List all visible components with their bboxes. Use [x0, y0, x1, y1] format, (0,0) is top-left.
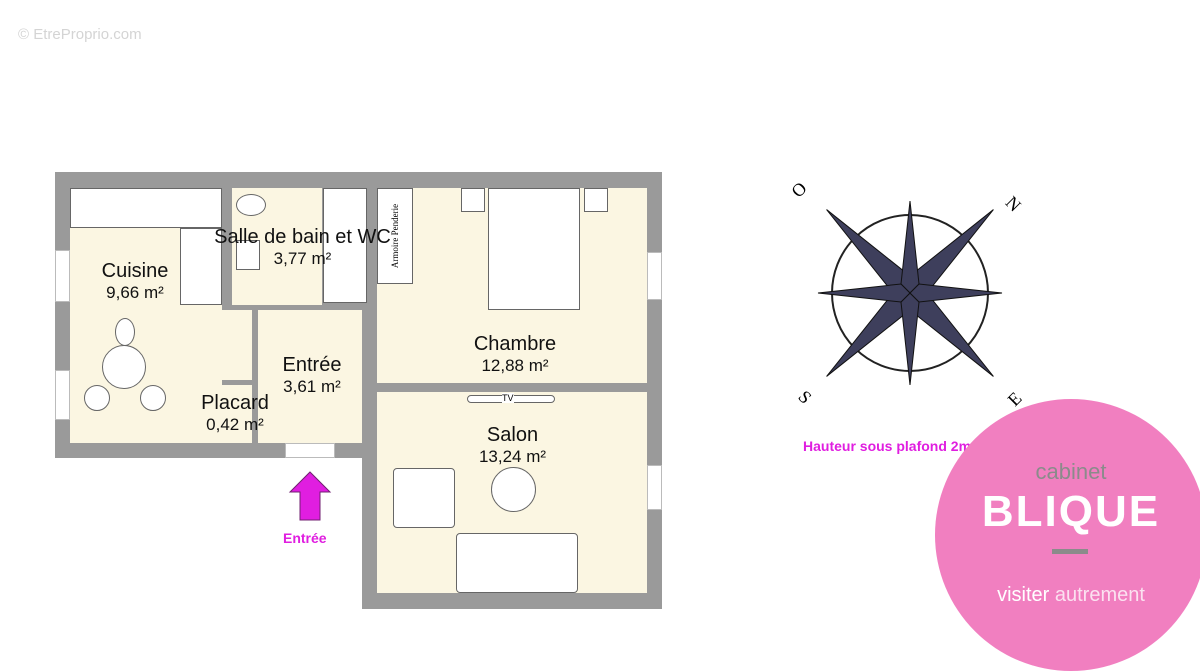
compass-e: E	[1004, 388, 1026, 410]
entrance-label: Entrée	[283, 530, 327, 546]
compass-rose-icon: N O S E	[790, 178, 1026, 410]
chair	[115, 318, 135, 346]
kitchen-counter	[180, 228, 222, 305]
compass-n: N	[1002, 192, 1025, 215]
sofa	[456, 533, 578, 593]
nightstand	[584, 188, 608, 212]
kitchen-counter	[70, 188, 222, 228]
round-table	[491, 467, 536, 512]
tv: TV	[467, 393, 555, 403]
compass-s: S	[794, 386, 815, 407]
dining-table	[102, 345, 146, 389]
nightstand	[461, 188, 485, 212]
armchair	[393, 468, 455, 528]
chair	[140, 385, 166, 411]
toilet	[236, 194, 266, 216]
wardrobe: Armoire Penderie	[377, 188, 413, 284]
watermark: © EtreProprio.com	[18, 26, 142, 43]
bed	[488, 188, 580, 310]
chair	[84, 385, 110, 411]
entrance-arrow-icon	[288, 471, 332, 521]
sink	[236, 240, 260, 270]
compass-o: O	[790, 178, 811, 201]
ceiling-height: Hauteur sous plafond 2m94	[803, 438, 987, 454]
logo: cabinet BLIQUE visiter autrement	[935, 399, 1200, 671]
bathtub	[323, 188, 367, 303]
